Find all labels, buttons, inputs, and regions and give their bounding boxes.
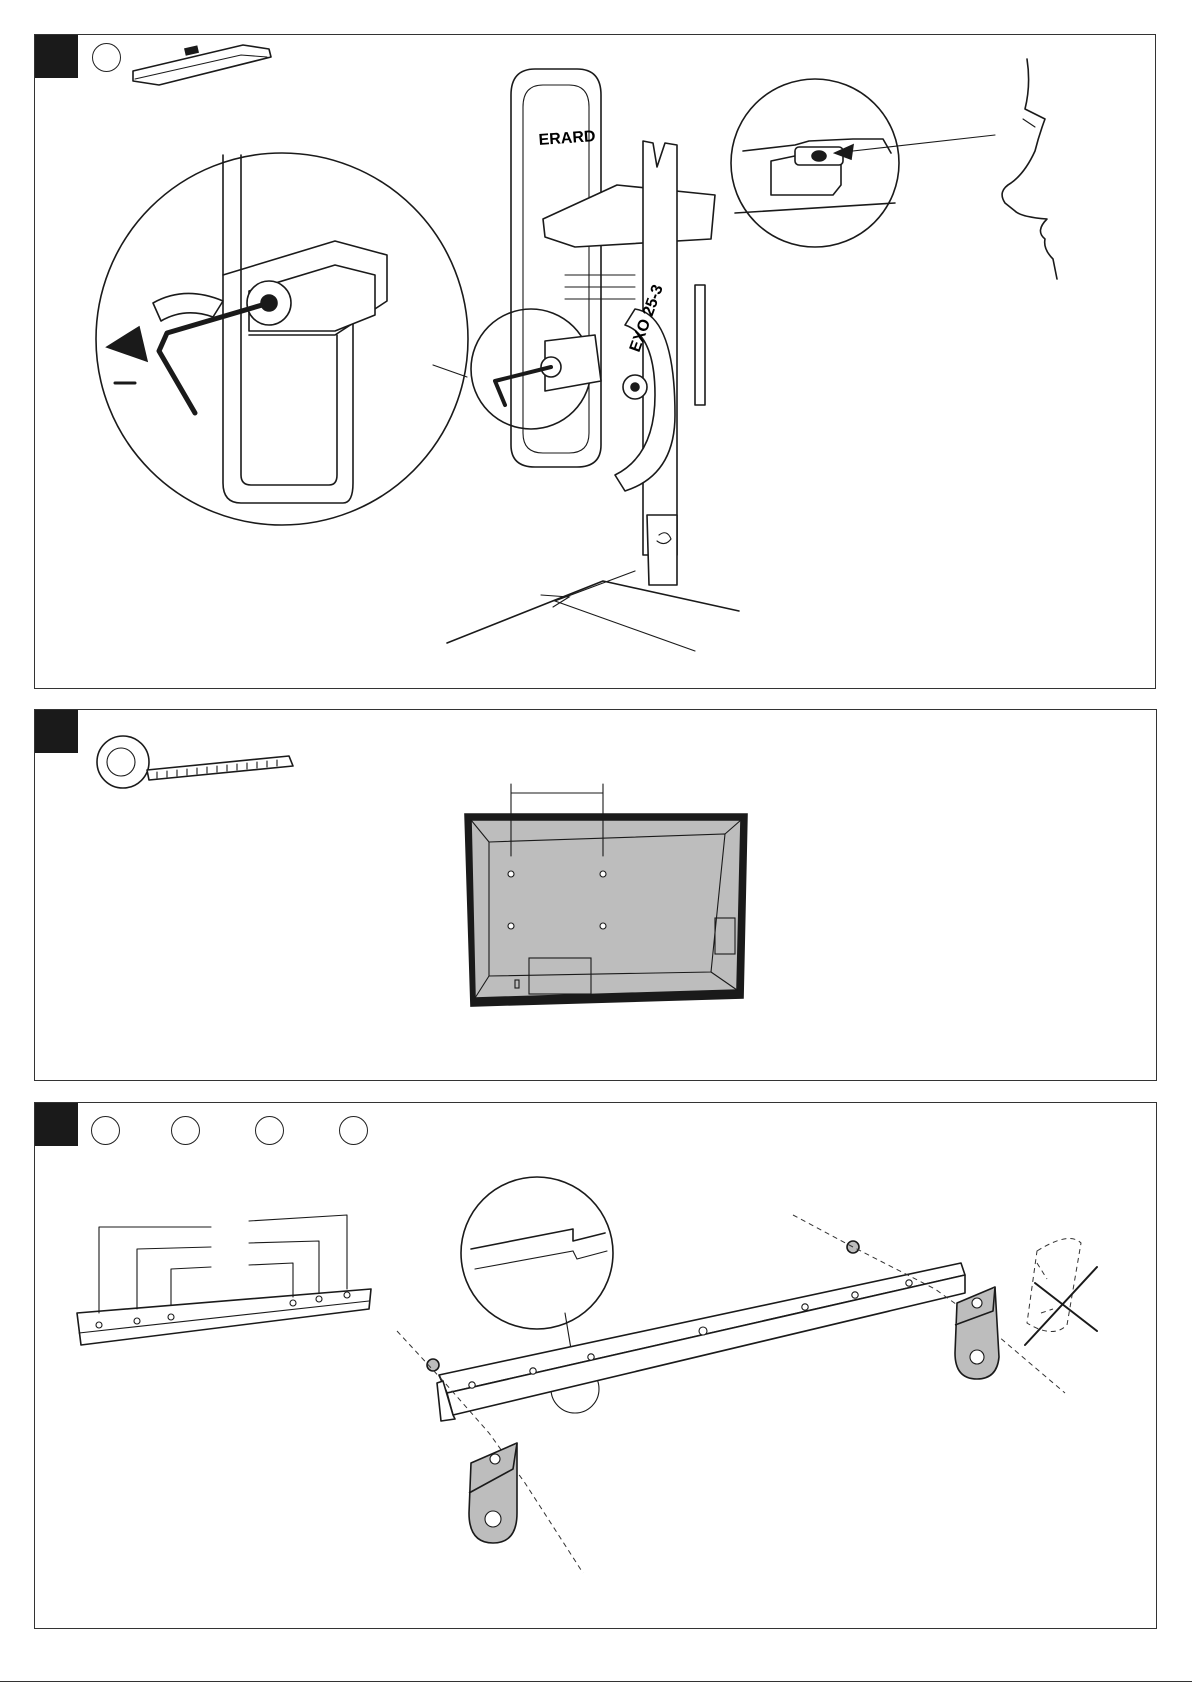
- page-bottom-rule: [0, 1681, 1192, 1682]
- rail-icon: [77, 1215, 371, 1345]
- step-panel-rail: [34, 1102, 1157, 1629]
- page-footer-tab: [566, 1658, 622, 1659]
- cross-out-icon: [1025, 1239, 1097, 1346]
- level-illustration: ERARD EXO 25-3: [35, 35, 1157, 690]
- rail-illustration: [35, 1103, 1158, 1630]
- step-panel-measure: [34, 709, 1157, 1081]
- zoom-detail-left: [96, 153, 468, 525]
- zoom-detail-bubble: [731, 79, 899, 247]
- bracket-icon-right: [955, 1287, 999, 1379]
- eye-face-icon: [1002, 59, 1057, 279]
- tape-measure-icon: [97, 736, 293, 788]
- tv-back-icon: [465, 784, 747, 1006]
- wall-plate: ERARD: [471, 69, 601, 467]
- measure-illustration: [35, 710, 1158, 1082]
- step-panel-level: ERARD EXO 25-3: [34, 34, 1156, 689]
- spirit-level-icon: [133, 45, 271, 85]
- bracket-icon: [469, 1443, 517, 1543]
